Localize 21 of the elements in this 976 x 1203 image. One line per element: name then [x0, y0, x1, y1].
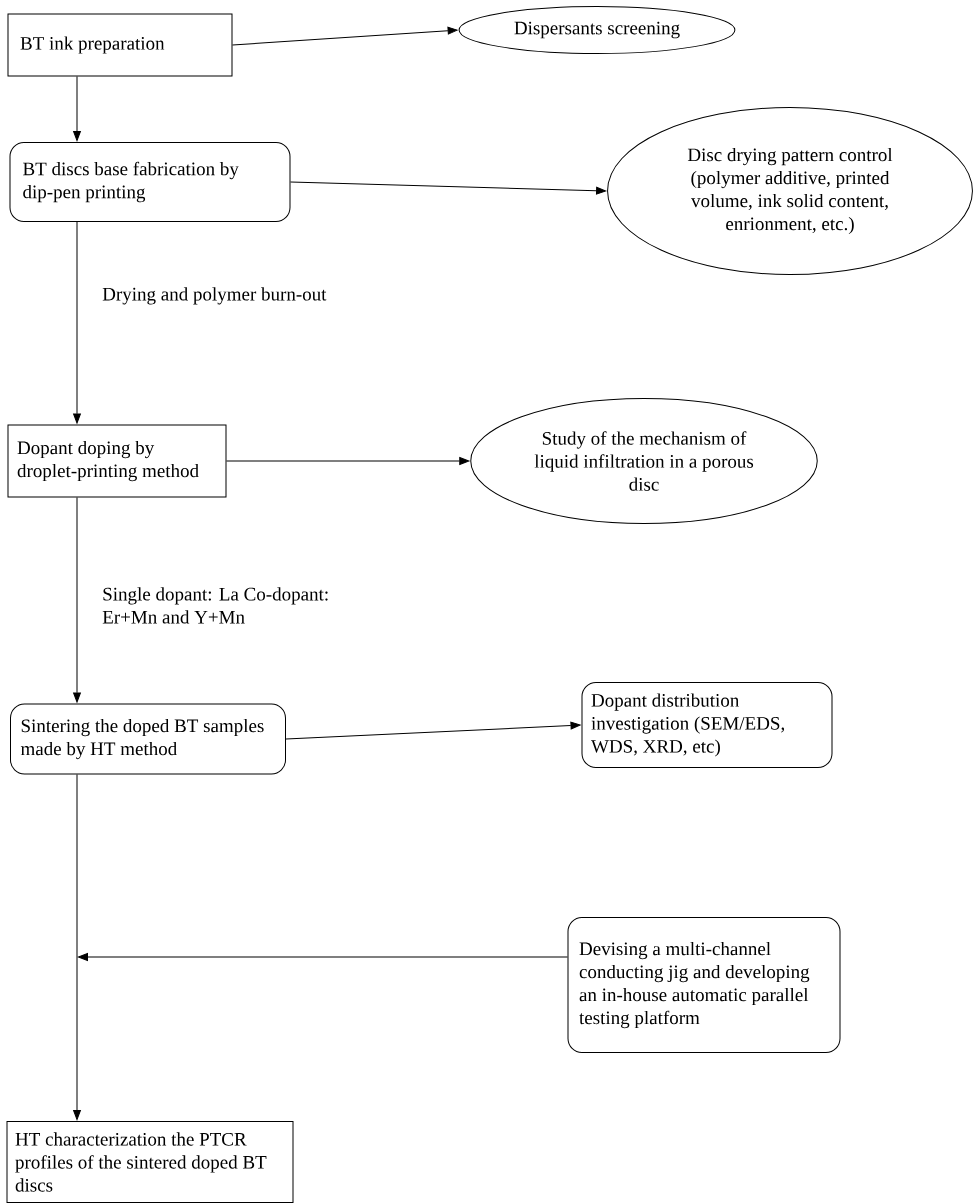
arrow: [73, 76, 81, 142]
edge-label: Drying and polymer burn-out: [102, 287, 327, 305]
arrow: [290, 181, 607, 195]
ellipse-node: Study of the mechanism of liquid infiltration in a porous disc: [470, 398, 818, 524]
arrow: [285, 721, 581, 740]
process-box: Dopant distribution investigation (SEM/EDS, WDS, XRD, etc): [581, 682, 833, 768]
arrow: [232, 26, 458, 46]
process-box: HT characterization the PTCR profiles of the sintered doped BT discs: [6, 1121, 294, 1203]
arrow: [73, 497, 81, 703]
process-box: Dopant doping by droplet-printing method: [7, 424, 227, 498]
arrow: [73, 221, 81, 424]
arrow: [226, 457, 470, 465]
process-box: BT ink preparation: [7, 13, 233, 77]
ellipse-node: Dispersants screening: [458, 6, 736, 54]
edge-label: Single dopant: La Co-dopant: Er+Mn and Y+Mn: [102, 587, 328, 624]
ellipse-node: Disc drying pattern control (polymer additive, printed volume, ink solid content, enrionment, etc.): [607, 107, 973, 275]
process-box: Devising a multi-channel conducting jig and developing an in-house automatic parallel testing platform: [567, 917, 841, 1053]
process-box: Sintering the doped BT samples made by HT method: [10, 703, 286, 775]
arrow: [73, 774, 81, 1121]
arrow: [77, 953, 568, 961]
process-box: BT discs base fabrication by dip-pen printing: [9, 142, 291, 222]
